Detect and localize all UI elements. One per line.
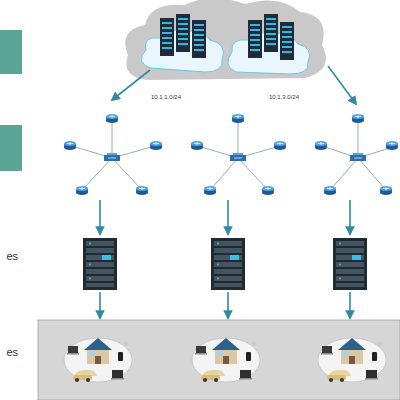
flow-arrow — [100, 292, 350, 318]
flow-arrow — [100, 200, 350, 234]
layer-label: es — [0, 250, 22, 268]
router-network — [72, 120, 396, 190]
layer-name: es — [0, 346, 18, 358]
layer-tab — [0, 125, 22, 171]
server-rack — [83, 238, 367, 290]
subnet-label: 10.1.3.0/24 — [268, 94, 300, 100]
layer-label: es — [0, 346, 22, 364]
flow-arrow — [328, 66, 356, 104]
layer-name: es — [0, 250, 18, 262]
end-devices — [38, 320, 400, 400]
subnet-label: 10.1.1.0/24 — [150, 94, 182, 100]
flow-arrow — [112, 70, 150, 100]
layer-tab — [0, 30, 22, 74]
router-icons — [64, 114, 398, 195]
cloud-servers — [125, 0, 326, 80]
